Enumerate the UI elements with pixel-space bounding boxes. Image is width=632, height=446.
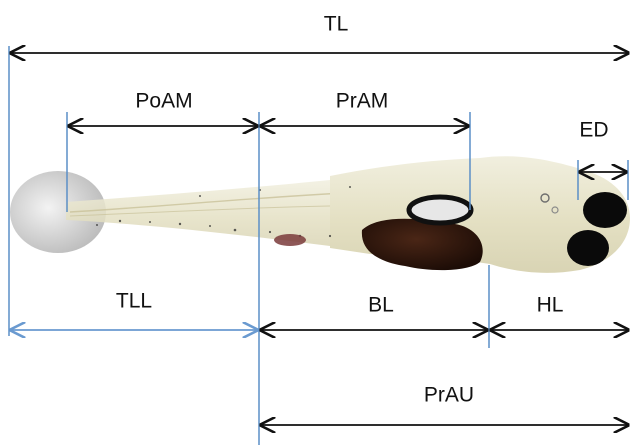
label-ed: ED xyxy=(579,120,608,141)
label-hl: HL xyxy=(537,295,564,316)
swim-bladder xyxy=(409,197,471,223)
label-pram: PrAM xyxy=(336,91,389,112)
label-tl: TL xyxy=(324,14,349,35)
eye-lower xyxy=(567,230,609,266)
label-bl: BL xyxy=(368,295,394,316)
zebrafish-larva xyxy=(10,156,630,273)
eye-upper xyxy=(583,192,627,228)
label-poam: PoAM xyxy=(135,91,192,112)
label-tll: TLL xyxy=(116,291,152,312)
label-prau: PrAU xyxy=(424,385,474,406)
